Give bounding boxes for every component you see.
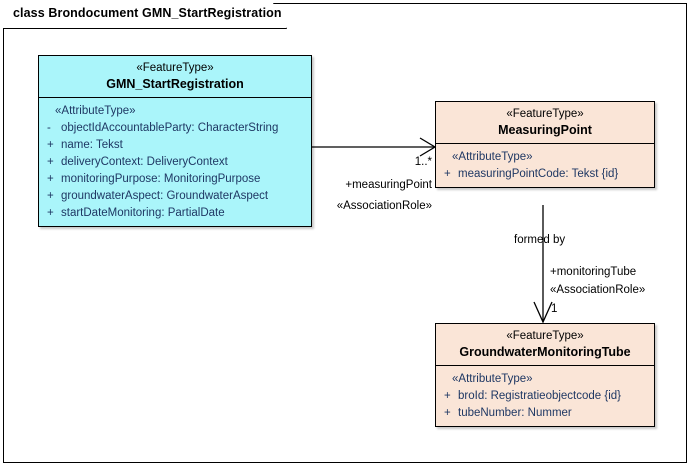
association-role-measuringpoint: +measuringPoint	[345, 179, 432, 191]
attribute-row: + monitoringPurpose: MonitoringPurpose	[43, 171, 307, 188]
attribute-visibility: +	[444, 407, 451, 419]
class-box-gmn-start-registration[interactable]: «FeatureType» GMN_StartRegistration «Att…	[38, 55, 312, 227]
attribute-visibility: +	[444, 390, 451, 402]
attribute-text: objectIdAccountableParty: CharacterStrin…	[61, 122, 279, 134]
attribute-row: + deliveryContext: DeliveryContext	[43, 154, 307, 171]
association-stereotype-measuringpoint: «AssociationRole»	[336, 200, 432, 212]
attribute-text: broId: Registratieobjectcode {id}	[458, 390, 622, 402]
association-multiplicity-measuringpoint: 1..*	[414, 156, 432, 168]
attribute-row: + broId: Registratieobjectcode {id}	[440, 388, 650, 405]
attribute-compartment-stereotype: «AttributeType»	[55, 105, 136, 117]
diagram-title: class Brondocument GMN_StartRegistration	[13, 6, 282, 20]
association-multiplicity-monitoringtube: 1	[551, 303, 558, 315]
class-attributes-measuring-point: «AttributeType» + measuringPointCode: Te…	[436, 144, 654, 187]
attribute-compartment-stereotype: «AttributeType»	[452, 151, 533, 163]
association-stereotype-monitoringtube: «AssociationRole»	[550, 284, 646, 296]
attribute-text: groundwaterAspect: GroundwaterAspect	[61, 190, 269, 202]
association-role-monitoringtube: +monitoringTube	[550, 266, 637, 278]
attribute-text: startDateMonitoring: PartialDate	[61, 207, 225, 219]
class-stereotype: «FeatureType»	[506, 108, 584, 120]
class-header-groundwater-monitoring-tube: «FeatureType» GroundwaterMonitoringTube	[436, 324, 654, 366]
class-header-measuring-point: «FeatureType» MeasuringPoint	[436, 102, 654, 144]
class-header-gmn-start-registration: «FeatureType» GMN_StartRegistration	[39, 56, 311, 98]
attribute-visibility: +	[47, 207, 54, 219]
class-name: GroundwaterMonitoringTube	[459, 345, 631, 359]
class-name: MeasuringPoint	[498, 123, 592, 137]
association-name-formed-by: formed by	[514, 234, 566, 246]
attribute-visibility: +	[47, 139, 54, 151]
diagram-title-tab	[3, 3, 287, 29]
attribute-visibility: +	[444, 168, 451, 180]
attribute-text: measuringPointCode: Tekst {id}	[458, 168, 619, 180]
attribute-row: + measuringPointCode: Tekst {id}	[440, 166, 650, 183]
class-attributes-gmn-start-registration: «AttributeType» - objectIdAccountablePar…	[39, 98, 311, 226]
attribute-visibility: -	[47, 122, 51, 134]
class-name: GMN_StartRegistration	[106, 77, 244, 91]
attribute-row: + name: Tekst	[43, 137, 307, 154]
attribute-row: + startDateMonitoring: PartialDate	[43, 205, 307, 222]
attribute-row: + groundwaterAspect: GroundwaterAspect	[43, 188, 307, 205]
attribute-text: deliveryContext: DeliveryContext	[61, 156, 228, 168]
class-stereotype: «FeatureType»	[506, 330, 584, 342]
attribute-text: monitoringPurpose: MonitoringPurpose	[61, 173, 261, 185]
attribute-row: + tubeNumber: Nummer	[440, 405, 650, 422]
class-attributes-groundwater-monitoring-tube: «AttributeType» + broId: Registratieobje…	[436, 366, 654, 426]
attribute-visibility: +	[47, 173, 54, 185]
attribute-text: tubeNumber: Nummer	[458, 407, 572, 419]
class-box-measuring-point[interactable]: «FeatureType» MeasuringPoint «AttributeT…	[435, 101, 655, 188]
attribute-text: name: Tekst	[61, 139, 123, 151]
attribute-row: - objectIdAccountableParty: CharacterStr…	[43, 120, 307, 137]
class-box-groundwater-monitoring-tube[interactable]: «FeatureType» GroundwaterMonitoringTube …	[435, 323, 655, 427]
attribute-visibility: +	[47, 156, 54, 168]
attribute-visibility: +	[47, 190, 54, 202]
attribute-compartment-stereotype: «AttributeType»	[452, 373, 533, 385]
class-stereotype: «FeatureType»	[136, 62, 214, 74]
